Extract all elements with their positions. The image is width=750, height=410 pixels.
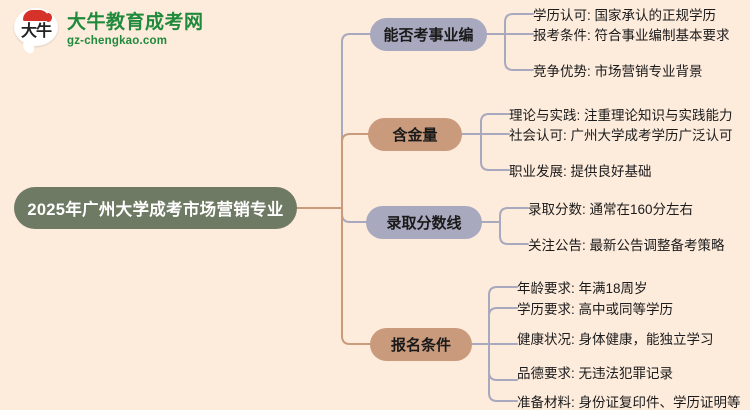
leaf-2-3: 职业发展: 提供良好基础 (509, 164, 652, 179)
site-logo: 大牛 大牛教育成考网 gz-chengkao.com (14, 8, 204, 52)
leaf-1-3: 竞争优势: 市场营销专业背景 (533, 64, 703, 79)
leaf-3-1: 录取分数: 通常在160分左右 (528, 202, 694, 217)
leaf-4-1: 年龄要求: 年满18周岁 (517, 281, 648, 296)
leaf-2-2: 社会认可: 广州大学成考学历广泛认可 (509, 128, 733, 143)
brand-url: gz-chengkao.com (67, 34, 168, 47)
logo-wordmark: 大牛教育成考网 gz-chengkao.com (67, 13, 204, 48)
leaf-1-1: 学历认可: 国家承认的正规学历 (533, 8, 717, 23)
branch-node-1[interactable]: 能否考事业编 (370, 18, 487, 51)
bubble-cap-shape (23, 10, 52, 22)
logo-bubble-icon: 大牛 (14, 8, 60, 52)
branch-node-4[interactable]: 报名条件 (370, 328, 472, 361)
leaf-3-2: 关注公告: 最新公告调整备考策略 (528, 238, 725, 253)
leaf-4-5: 准备材料: 身份证复印件、学历证明等 (517, 395, 741, 410)
branch-node-2[interactable]: 含金量 (368, 118, 462, 151)
brand-name: 大牛教育成考网 (67, 11, 204, 33)
logo-mark-text: 大牛 (20, 21, 52, 40)
leaf-4-3: 健康状况: 身体健康，能独立学习 (517, 332, 714, 347)
branch-node-3[interactable]: 录取分数线 (366, 206, 482, 239)
leaf-2-1: 理论与实践: 注重理论知识与实践能力 (509, 108, 733, 123)
leaf-1-2: 报考条件: 符合事业编制基本要求 (533, 28, 730, 43)
leaf-4-2: 学历要求: 高中或同等学历 (517, 302, 674, 317)
root-node[interactable]: 2025年广州大学成考市场营销专业 (14, 187, 297, 229)
leaf-4-4: 品德要求: 无违法犯罪记录 (517, 366, 674, 381)
